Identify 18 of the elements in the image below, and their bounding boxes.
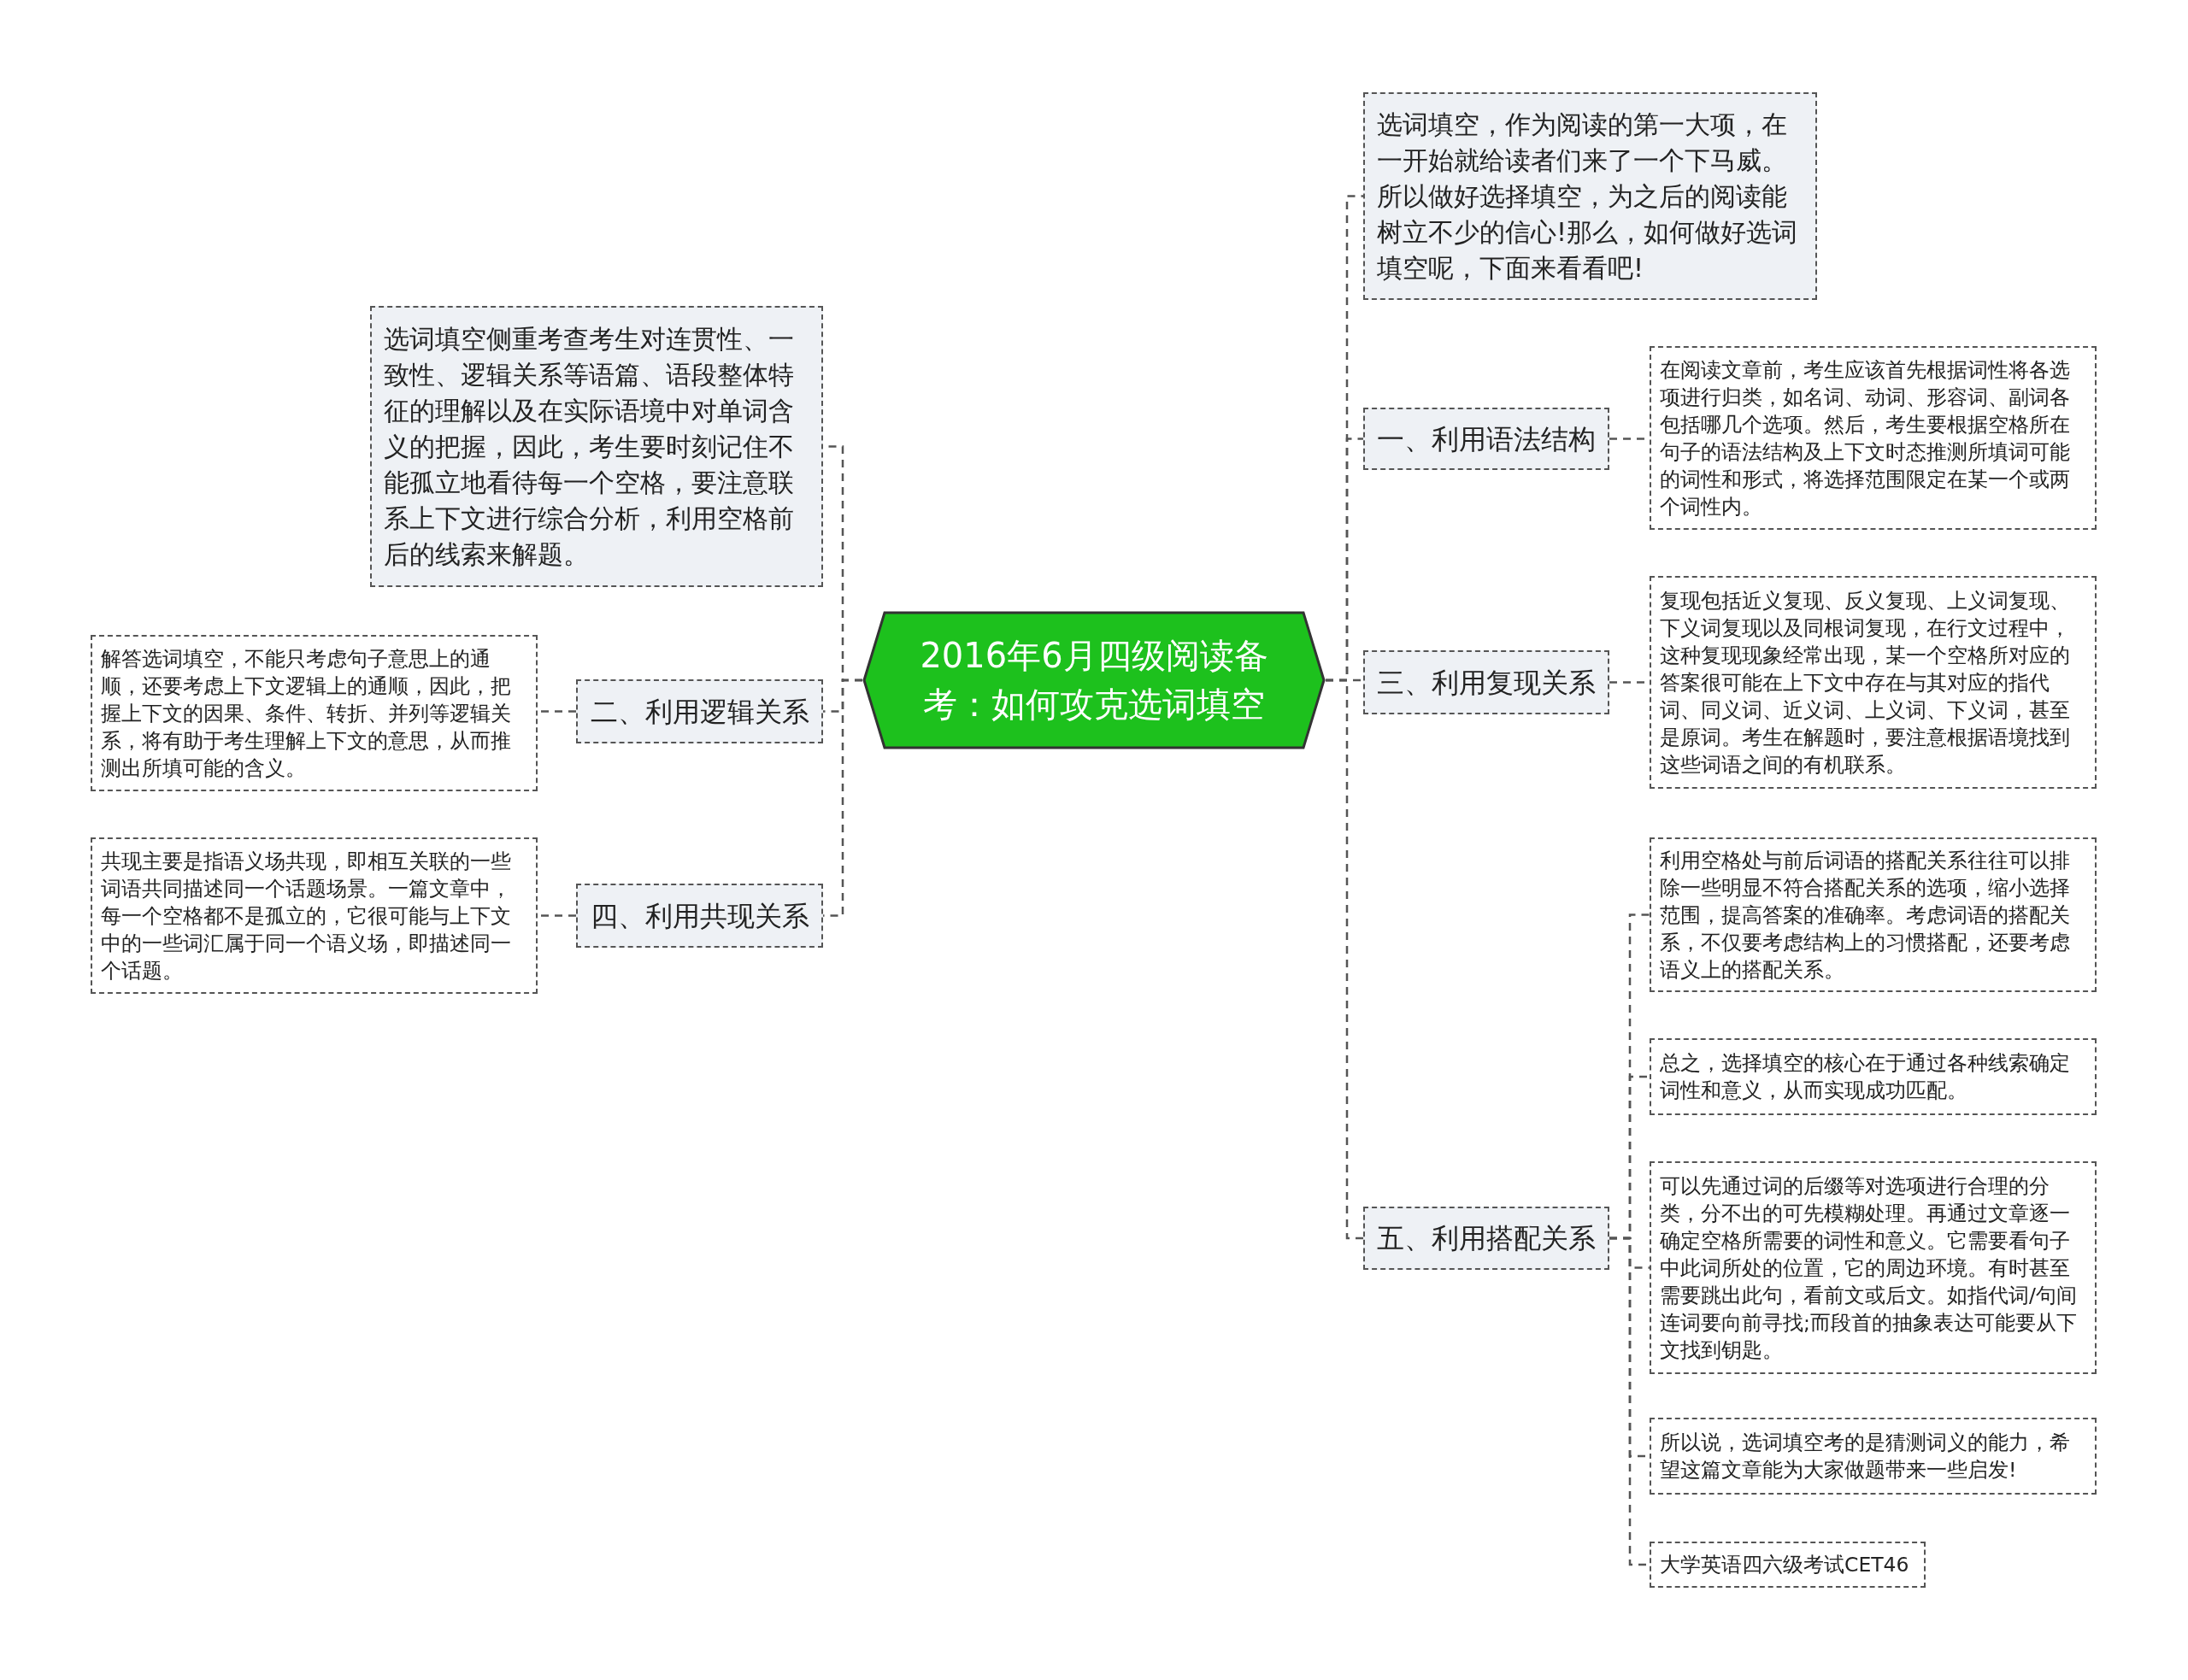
text-box: 共现主要是指语义场共现，即相互关联的一些词语共同描述同一个话题场景。一篇文章中，每一个空格都不是孤立的，它很可能与上下文中的一些词汇属于同一个语义场，即描述同一个话题。 [91, 837, 538, 994]
text-box: 所以说，选词填空考的是猜测词义的能力，希望这篇文章能为大家做题带来一些启发! [1650, 1418, 2097, 1495]
text-box: 解答选词填空，不能只考虑句子意思上的通顺，还要考虑上下文逻辑上的通顺，因此，把握上下文的因果、条件、转折、并列等逻辑关系，将有助于考生理解上下文的意思，从而推测出所填可能的含义。 [91, 635, 538, 791]
text-box: 可以先通过词的后缀等对选项进行合理的分类，分不出的可先模糊处理。再通过文章逐一确定空格所需要的词性和意义。它需要看句子中此词所处的位置，它的周边环境。有时甚至需要跳出此句，看前文或后文。如指代词/句间连词要向前寻找;而段首的抽象表达可能要从下文找到钥匙。 [1650, 1161, 2097, 1374]
central-topic-hexagon: 2016年6月四级阅读备考：如何攻克选词填空 [862, 611, 1326, 749]
branch-box: 二、利用逻辑关系 [576, 679, 823, 743]
branch-box: 三、利用复现关系 [1363, 650, 1609, 714]
text-box: 复现包括近义复现、反义复现、上义词复现、下义词复现以及同根词复现，在行文过程中，这种复现现象经常出现，某一个空格所对应的答案很可能在上下文中存在与其对应的指代词、同义词、近义词、上义词、下义词，甚至是原词。考生在解题时，要注意根据语境找到这些词语之间的有机联系。 [1650, 576, 2097, 789]
branch-box: 四、利用共现关系 [576, 884, 823, 948]
text-box: 大学英语四六级考试CET46 [1650, 1542, 1926, 1588]
branch-box: 五、利用搭配关系 [1363, 1207, 1609, 1270]
text-box: 选词填空侧重考查考生对连贯性、一致性、逻辑关系等语篇、语段整体特征的理解以及在实际语境中对单词含义的把握，因此，考生要时刻记住不能孤立地看待每一个空格，要注意联系上下文进行综合分析，利用空格前后的线索来解题。 [370, 306, 823, 587]
text-box: 总之，选择填空的核心在于通过各种线索确定词性和意义，从而实现成功匹配。 [1650, 1038, 2097, 1115]
connector-line [1326, 678, 1363, 1240]
branch-box: 一、利用语法结构 [1363, 408, 1609, 470]
text-box: 利用空格处与前后词语的搭配关系往往可以排除一些明显不符合搭配关系的选项，缩小选择范围，提高答案的准确率。考虑词语的搭配关系，不仅要考虑结构上的习惯搭配，还要考虑语义上的搭配关系。 [1650, 837, 2097, 992]
text-box: 在阅读文章前，考生应该首先根据词性将各选项进行归类，如名词、动词、形容词、副词各包括哪几个选项。然后，考生要根据空格所在句子的语法结构及上下文时态推测所填词可能的词性和形式，将选择范围限定在某一个或两个词性内。 [1650, 346, 2097, 530]
text-box: 选词填空，作为阅读的第一大项，在一开始就给读者们来了一个下马威。所以做好选择填空，为之后的阅读能树立不少的信心!那么，如何做好选词填空呢，下面来看看吧! [1363, 92, 1817, 300]
